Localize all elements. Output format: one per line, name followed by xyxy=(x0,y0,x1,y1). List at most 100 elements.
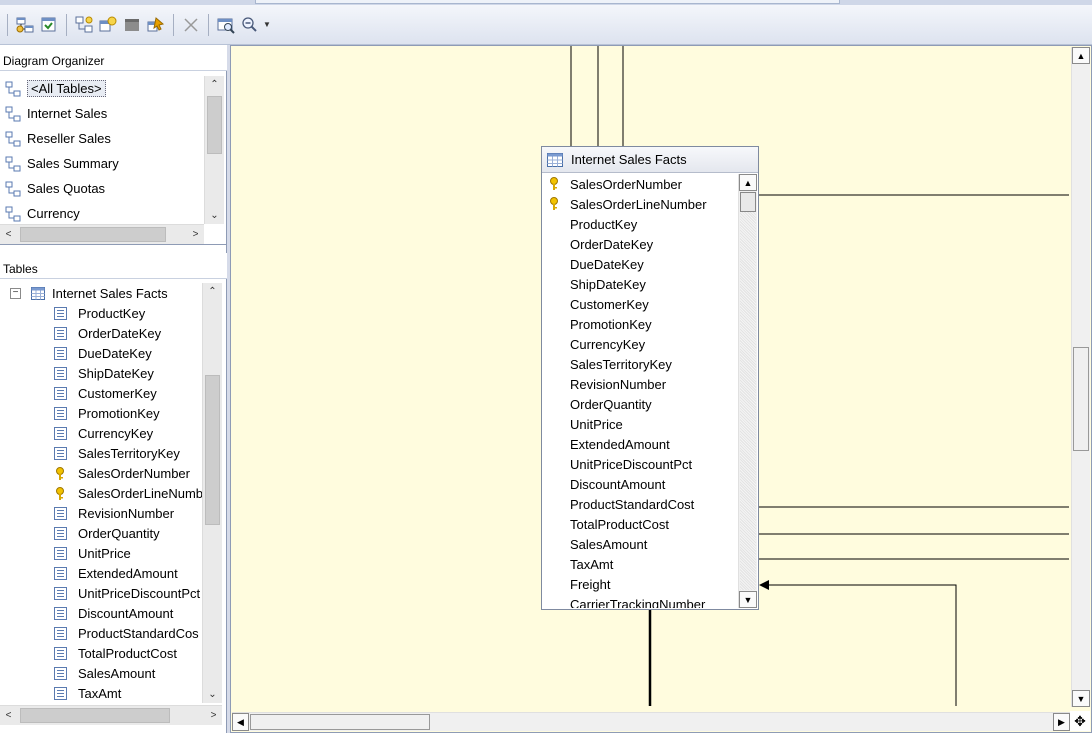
table-column-row[interactable]: ProductKey xyxy=(542,214,738,234)
tree-column-item[interactable]: ProductKey xyxy=(0,303,202,323)
diagram-item[interactable]: Reseller Sales xyxy=(0,126,204,151)
table-vertical-scrollbar[interactable]: ▲ ▼ xyxy=(738,174,757,608)
table-column-row[interactable]: SalesOrderNumber xyxy=(542,174,738,194)
organizer-vertical-scrollbar[interactable]: ⌃ ⌄ xyxy=(204,76,224,224)
scroll-thumb[interactable] xyxy=(205,375,220,525)
table-column-row[interactable]: SalesOrderLineNumber xyxy=(542,194,738,214)
table-column-row[interactable]: DueDateKey xyxy=(542,254,738,274)
tree-column-item[interactable]: OrderDateKey xyxy=(0,323,202,343)
canvas-horizontal-scrollbar[interactable]: ◀ ▶ xyxy=(232,712,1070,731)
scroll-left-icon[interactable]: < xyxy=(5,229,12,240)
organizer-horizontal-scrollbar[interactable]: < > xyxy=(0,224,204,244)
table-display-icon[interactable] xyxy=(121,14,143,36)
tree-column-item[interactable]: ProductStandardCos xyxy=(0,623,202,643)
tree-column-item[interactable]: ExtendedAmount xyxy=(0,563,202,583)
relationship-line[interactable] xyxy=(767,584,957,706)
tree-column-item[interactable]: DueDateKey xyxy=(0,343,202,363)
table-column-row[interactable]: CarrierTrackingNumber xyxy=(542,594,738,609)
scroll-left-icon[interactable]: < xyxy=(5,710,12,721)
diagram-item[interactable]: Sales Quotas xyxy=(0,176,204,201)
table-title-bar[interactable]: Internet Sales Facts xyxy=(542,147,758,173)
scroll-track[interactable] xyxy=(740,212,756,590)
table-column-row[interactable]: ExtendedAmount xyxy=(542,434,738,454)
table-column-row[interactable]: SalesTerritoryKey xyxy=(542,354,738,374)
tree-column-item[interactable]: RevisionNumber xyxy=(0,503,202,523)
table-column-row[interactable]: RevisionNumber xyxy=(542,374,738,394)
table-column-row[interactable]: UnitPriceDiscountPct xyxy=(542,454,738,474)
autosize-icon[interactable] xyxy=(145,14,167,36)
diagram-item[interactable]: Internet Sales xyxy=(0,101,204,126)
table-column-row[interactable]: PromotionKey xyxy=(542,314,738,334)
tree-column-label: ExtendedAmount xyxy=(78,565,178,581)
relationship-line[interactable] xyxy=(759,506,1069,560)
table-column-row[interactable]: SalesAmount xyxy=(542,534,738,554)
pan-icon[interactable]: ✥ xyxy=(1070,711,1090,731)
tree-column-item[interactable]: ShipDateKey xyxy=(0,363,202,383)
scroll-thumb[interactable] xyxy=(250,714,430,730)
tables-vertical-scrollbar[interactable]: ⌃ ⌄ xyxy=(202,283,222,703)
tree-column-item[interactable]: SalesTerritoryKey xyxy=(0,443,202,463)
scroll-right-icon[interactable]: > xyxy=(192,229,199,240)
tree-column-item[interactable]: SalesOrderNumber xyxy=(0,463,202,483)
tree-column-item[interactable]: PromotionKey xyxy=(0,403,202,423)
tree-column-item[interactable]: TaxAmt xyxy=(0,683,202,703)
tree-table-node[interactable]: − Internet Sales Facts xyxy=(0,283,202,303)
tree-column-item[interactable]: CustomerKey xyxy=(0,383,202,403)
tree-column-item[interactable]: UnitPriceDiscountPct xyxy=(0,583,202,603)
tree-column-item[interactable]: TotalProductCost xyxy=(0,643,202,663)
table-column-row[interactable]: CustomerKey xyxy=(542,294,738,314)
column-icon xyxy=(54,606,67,620)
scroll-up-icon[interactable]: ▲ xyxy=(739,174,757,191)
table-column-row[interactable]: Freight xyxy=(542,574,738,594)
scroll-up-icon[interactable]: ▲ xyxy=(1072,47,1090,64)
table-column-row[interactable]: UnitPrice xyxy=(542,414,738,434)
scroll-down-icon[interactable]: ▼ xyxy=(739,591,757,608)
scroll-right-icon[interactable]: ▶ xyxy=(1053,713,1070,731)
delete-icon[interactable] xyxy=(180,14,202,36)
tables-horizontal-scrollbar[interactable]: < > xyxy=(0,705,222,725)
scroll-down-icon[interactable]: ⌄ xyxy=(208,689,217,700)
column-icon xyxy=(54,526,67,540)
tree-column-item[interactable]: CurrencyKey xyxy=(0,423,202,443)
relationship-line[interactable] xyxy=(570,46,624,146)
table-column-row[interactable]: TotalProductCost xyxy=(542,514,738,534)
zoom-to-fit-icon[interactable] xyxy=(215,14,237,36)
scroll-thumb[interactable] xyxy=(207,96,222,154)
document-tab[interactable] xyxy=(255,0,840,4)
new-diagram-icon[interactable] xyxy=(73,14,95,36)
zoom-out-icon[interactable] xyxy=(239,14,261,36)
tree-column-item[interactable]: OrderQuantity xyxy=(0,523,202,543)
table-column-row[interactable]: DiscountAmount xyxy=(542,474,738,494)
scroll-up-icon[interactable]: ⌃ xyxy=(210,79,219,90)
scroll-thumb[interactable] xyxy=(740,192,756,212)
diagram-item[interactable]: Sales Summary xyxy=(0,151,204,176)
add-related-tables-icon[interactable] xyxy=(14,14,36,36)
table-column-row[interactable]: OrderQuantity xyxy=(542,394,738,414)
scroll-thumb[interactable] xyxy=(20,227,166,242)
scroll-thumb[interactable] xyxy=(20,708,170,723)
zoom-dropdown-icon[interactable]: ▼ xyxy=(263,20,271,29)
table-column-row[interactable]: CurrencyKey xyxy=(542,334,738,354)
table-column-row[interactable]: ProductStandardCost xyxy=(542,494,738,514)
tree-column-item[interactable]: SalesAmount xyxy=(0,663,202,683)
collapse-icon[interactable]: − xyxy=(10,287,21,299)
scroll-right-icon[interactable]: > xyxy=(210,710,217,721)
diagram-item[interactable]: <All Tables> xyxy=(0,76,204,101)
scroll-thumb[interactable] xyxy=(1073,347,1089,451)
arrange-tables-icon[interactable] xyxy=(38,14,60,36)
add-table-icon[interactable] xyxy=(97,14,119,36)
tree-column-item[interactable]: DiscountAmount xyxy=(0,603,202,623)
canvas-vertical-scrollbar[interactable]: ▲ ▼ xyxy=(1071,47,1090,707)
table-column-row[interactable]: TaxAmt xyxy=(542,554,738,574)
scroll-down-icon[interactable]: ▼ xyxy=(1072,690,1090,707)
scroll-up-icon[interactable]: ⌃ xyxy=(208,286,217,297)
scroll-down-icon[interactable]: ⌄ xyxy=(210,210,219,221)
tree-column-item[interactable]: UnitPrice xyxy=(0,543,202,563)
scroll-left-icon[interactable]: ◀ xyxy=(232,713,249,731)
tree-column-item[interactable]: SalesOrderLineNumb xyxy=(0,483,202,503)
table-column-row[interactable]: OrderDateKey xyxy=(542,234,738,254)
table-column-row[interactable]: ShipDateKey xyxy=(542,274,738,294)
diagram-item[interactable]: Currency xyxy=(0,201,204,224)
